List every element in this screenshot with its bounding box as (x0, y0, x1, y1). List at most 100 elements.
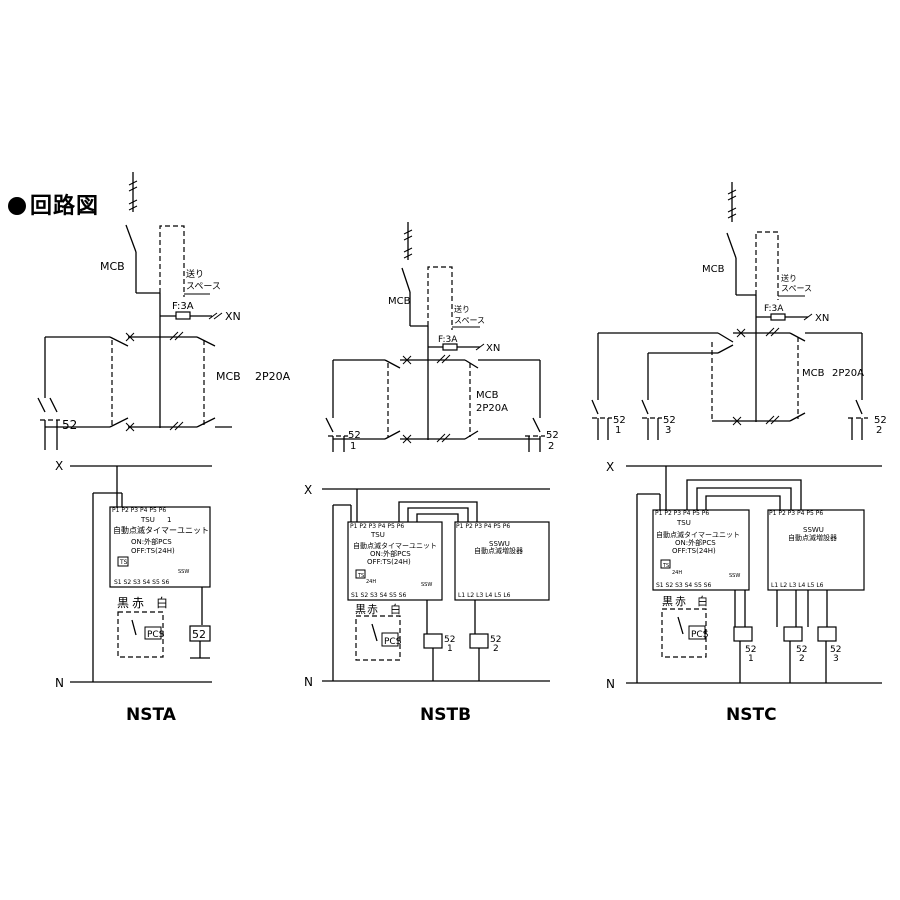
svg-text:52: 52 (796, 645, 807, 655)
diagram-nsta: MCB 送り スペース F:3A XN (37, 172, 291, 725)
space-outline (755, 231, 779, 300)
tsu-on: ON:外部PCS (675, 538, 716, 547)
space-label-1: 送り (781, 273, 797, 283)
x-bus-label: X (606, 460, 614, 474)
svg-text:P1 P2 P3 P4 P5 P6: P1 P2 P3 P4 P5 P6 (350, 523, 404, 530)
svg-text:52: 52 (874, 415, 887, 426)
branch-mcb-label: MCB (802, 368, 825, 379)
svg-text:3: 3 (665, 425, 671, 436)
svg-text:P1 P2 P3 P4 P5 P6: P1 P2 P3 P4 P5 P6 (112, 507, 166, 514)
svg-text:52: 52 (745, 645, 756, 655)
svg-text:1: 1 (350, 441, 356, 452)
xn-label: XN (225, 310, 241, 323)
wire-white: 白 (156, 595, 168, 610)
tsu-label: TSU (140, 516, 155, 524)
tsu-on: ON:外部PCS (370, 549, 411, 558)
tsu-label: TSU (676, 519, 691, 527)
relay-contact-52-2: 52 2 (848, 333, 887, 440)
relay-contact-52: 52 (37, 337, 77, 450)
svg-text:L1 L2 L3 L4 L5 L6: L1 L2 L3 L4 L5 L6 (458, 592, 511, 599)
tsu-unit: P1 P2 P3 P4 P5 P6 TSU 1 自動点滅タイマーユニット ON:… (92, 466, 211, 682)
diagram-nstc: MCB 送り スペース F:3A XN (591, 182, 887, 725)
n-bus-label: N (606, 677, 615, 691)
sswu-desc: 自動点滅増設器 (474, 546, 523, 555)
svg-text:1: 1 (447, 644, 453, 654)
tsu-wiring: 黒 赤 白 PCS 52 (117, 587, 211, 659)
fuse-label: F:3A (172, 301, 194, 312)
tsu-label: TSU (370, 531, 385, 539)
branch-mcb-rating: 2P20A (255, 370, 291, 383)
section-title-text: 回路図 (30, 194, 100, 219)
model-nsta: NSTA (126, 705, 177, 725)
space-outline (159, 225, 185, 297)
ts-label: TS (662, 563, 669, 569)
mcb-label: MCB (100, 260, 125, 273)
tsu-desc: 自動点滅タイマーユニット (353, 541, 437, 550)
sswu-desc: 自動点滅増設器 (788, 533, 837, 542)
tsu-unit: P1 P2 P3 P4 P5 P6 TSU 自動点滅タイマーユニット ON:外部… (347, 521, 443, 601)
relay-52-label: 52 (62, 418, 77, 432)
ts-label: TS (357, 573, 364, 579)
svg-text:3: 3 (833, 654, 839, 664)
tsu-off: OFF:TS(24H) (131, 547, 175, 555)
n-bus-label: N (55, 676, 64, 690)
svg-text:2: 2 (876, 425, 882, 436)
sswu-unit: P1 P2 P3 P4 P5 P6 SSWU 自動点滅増設器 L1 L2 L3 … (767, 509, 865, 591)
sswu-label: SSWU (489, 540, 510, 548)
relay-contact-52-1: 52 1 (325, 360, 361, 452)
sswu-unit: P1 P2 P3 P4 P5 P6 SSWU 自動点滅増設器 L1 L2 L3 … (454, 521, 550, 601)
branch-mcb-rating: 2P20A (476, 403, 508, 414)
bullet-icon (8, 197, 26, 215)
pcs-label: PCS (691, 630, 709, 640)
diagram-nstb: MCB 送り スペース F:3A XN (304, 222, 559, 725)
svg-text:1: 1 (615, 425, 621, 436)
svg-text:1: 1 (167, 516, 171, 524)
svg-text:52: 52 (830, 645, 841, 655)
fuse: F:3A XN (428, 335, 500, 354)
wire-black: 黒 (662, 595, 673, 608)
svg-text:S1 S2 S3 S4 S5 S6: S1 S2 S3 S4 S5 S6 (351, 592, 406, 599)
wire-red: 赤 (132, 596, 144, 610)
svg-text:P1 P2 P3 P4 P5 P6: P1 P2 P3 P4 P5 P6 (769, 510, 823, 517)
space-label-2: スペース (186, 282, 221, 292)
ts-24h-label: 24H (672, 570, 682, 576)
supply-marks (727, 182, 737, 222)
svg-text:1: 1 (748, 654, 754, 664)
ssw-label: SSW (421, 582, 432, 588)
ssw-label: SSW (178, 569, 189, 575)
fuse-label: F:3A (438, 335, 458, 345)
branch-mcb-rating: 2P20A (832, 368, 864, 379)
svg-text:52: 52 (546, 430, 559, 441)
tsu-off: OFF:TS(24H) (672, 547, 716, 555)
branch-mcb-2p: MCB 2P20A (598, 327, 864, 426)
supply-marks (403, 222, 413, 260)
fuse: F:3A XN (160, 301, 241, 323)
space-outline (427, 266, 453, 330)
section-title: 回路図 (8, 188, 99, 220)
wire-black: 黒 (117, 596, 129, 610)
svg-text:2: 2 (799, 654, 805, 664)
relay-contact-52-3: 52 3 (641, 353, 676, 440)
tsu-unit: P1 P2 P3 P4 P5 P6 TSU 自動点滅タイマーユニット ON:外部… (652, 509, 750, 591)
tsu-wiring: 黒 赤 白 PCS 52 1 52 2 52 3 (661, 590, 841, 683)
sswu-label: SSWU (803, 526, 824, 534)
svg-text:52: 52 (613, 415, 626, 426)
pcs-label: PCS (384, 637, 402, 647)
mcb-label: MCB (388, 296, 411, 307)
wire-red: 赤 (675, 595, 686, 608)
branch-mcb-2p: MCB 2P20A (45, 331, 291, 432)
svg-text:52: 52 (444, 635, 455, 645)
tsu-desc: 自動点滅タイマーユニット (113, 525, 209, 535)
wire-white: 白 (390, 602, 401, 616)
branch-mcb-label: MCB (476, 390, 499, 401)
xn-label: XN (815, 313, 829, 324)
mcb-label: MCB (702, 264, 725, 275)
relay-contact-52-2: 52 2 (525, 360, 559, 452)
mcb-main: MCB (388, 267, 411, 326)
ts-24h-label: 24H (366, 579, 376, 585)
space-label-1: 送り (186, 268, 204, 280)
relay-contact-52-1: 52 1 (591, 333, 626, 440)
wire-red: 赤 (367, 603, 378, 616)
tsu-off: OFF:TS(24H) (367, 558, 411, 566)
n-bus-label: N (304, 675, 313, 689)
